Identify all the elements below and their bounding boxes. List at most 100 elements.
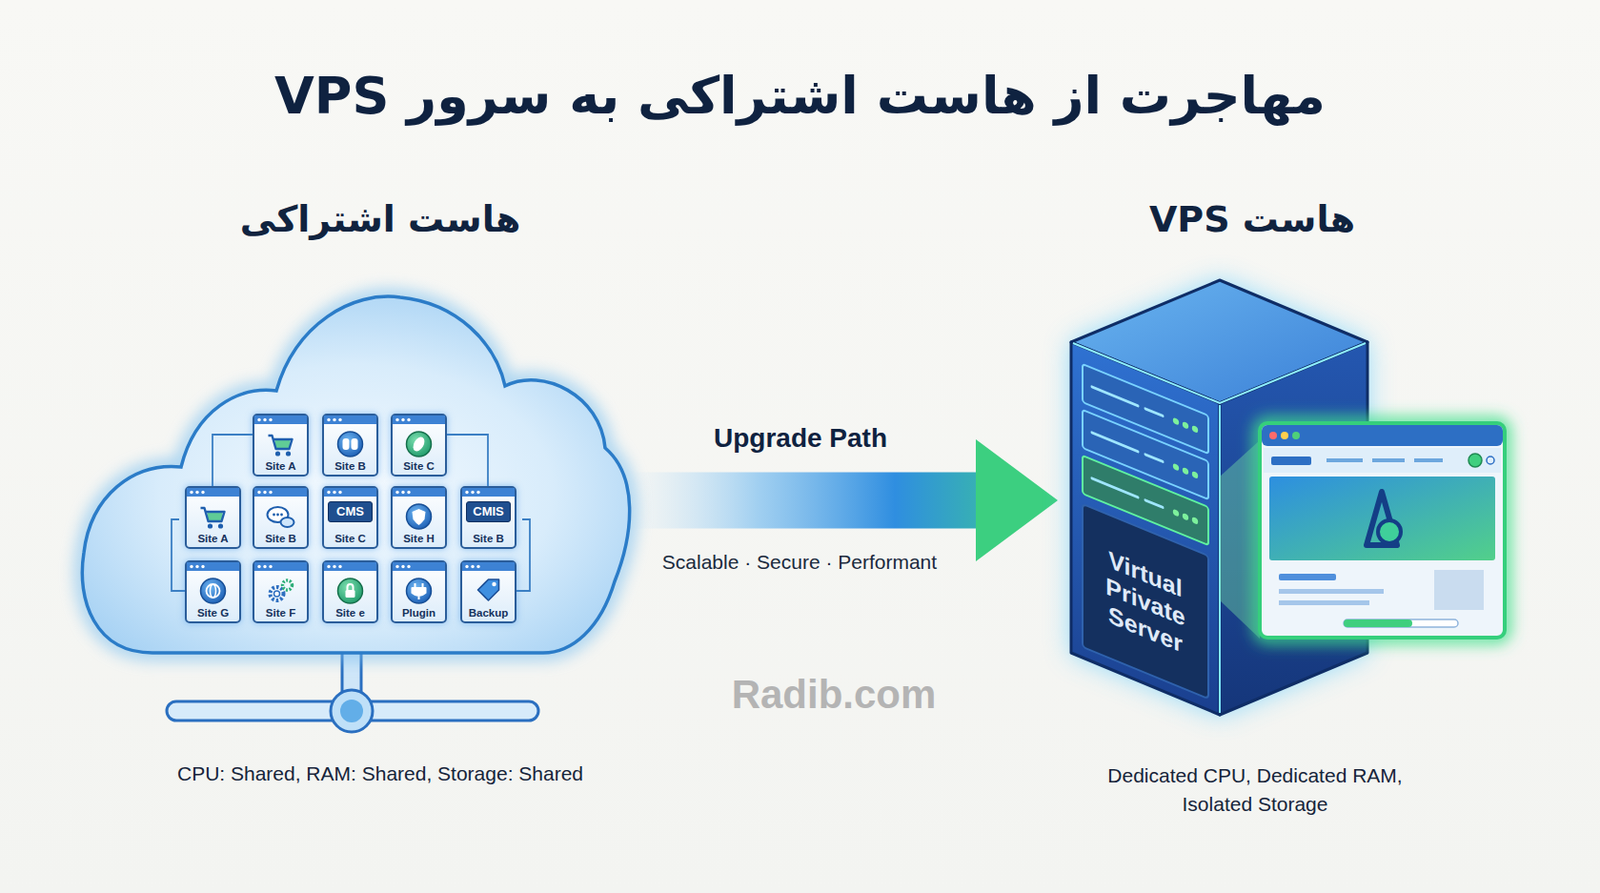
site-tile: Backup [460,560,517,624]
gear [283,580,293,590]
plug-glyph [412,583,426,600]
tile-caption: Site e [324,606,377,620]
tile-dot [401,490,405,494]
shield-glyph [412,508,426,526]
cloud-glow [81,296,629,653]
tile-icon [338,578,364,604]
note-text: Scalable · Secure · Performant [618,549,981,575]
window-dot [1269,431,1277,440]
tile-caption: Site B [462,531,515,546]
status-led [1182,421,1189,430]
tile-dot [201,490,204,494]
upgrade-arrow [628,439,1058,562]
cart-wheel [207,523,213,528]
tile-header [392,562,446,571]
tile-header [462,487,515,497]
window-dot [1280,431,1289,440]
tile-caption: Site H [392,531,446,546]
status-led [1192,470,1198,480]
tile-icon [406,504,432,529]
bay-slot [1092,386,1138,406]
tile-icon [406,578,432,604]
tile-caption: Site B [324,459,377,473]
note-text: CPU: Shared, RAM: Shared, Storage: Share… [122,761,638,787]
tile-icon [338,431,364,457]
tile-icon [270,580,293,601]
shared-hosting-cloud: هاست اشتراکی Site A Site B Site C Site A Site… [76,190,629,668]
status-led [1182,512,1189,522]
content-line [1278,588,1384,594]
browser-window [1259,423,1505,638]
cart-basket [207,512,223,521]
site-tile: CMIS Site B [460,486,517,549]
vps-server: هاست VPSVirtual Private Server [1057,190,1516,725]
chat-dot [276,513,280,517]
tile-dot [395,490,399,494]
icon-badge [406,578,432,604]
tile-dot [195,565,199,568]
icon-badge [201,578,226,604]
tile-dot [338,418,342,422]
window-dot [1292,431,1300,440]
tile-dot [263,418,266,422]
globe-glyph [206,584,221,598]
diagram-title: مهاجرت از هاست اشتراکی به سرور VPS [0,64,1600,128]
section-heading: هاست اشتراکی [189,197,571,242]
tile-caption: Plugin [392,606,446,620]
tile-dot [476,565,480,568]
tile-header [392,415,446,425]
gear [270,587,284,601]
tile-dot [263,565,266,568]
tile-caption: Site F [254,606,307,620]
tile-badge-text: CMIS [465,501,511,523]
tile-icon [201,507,225,529]
section-heading: هاست VPS [1061,197,1443,242]
tile-header [324,487,377,497]
tile-caption: Site A [186,531,240,546]
tile-dot [401,565,405,568]
content-line [1278,573,1337,581]
chat-dot [272,513,276,517]
nav-bar [1263,447,1501,473]
tile-dot [406,418,410,422]
window-header [1261,425,1503,446]
site-tile: Plugin [390,560,447,624]
cart-frame [268,435,293,449]
tile-dot [406,565,410,568]
tile-dot [470,565,474,568]
tile-dot [332,418,336,422]
cart-basket [275,440,291,448]
nav-icon [1486,456,1495,465]
tile-badge-text: CMS [327,501,373,523]
tile-dot [201,565,204,568]
tile-header [186,487,240,497]
watermark: Radib.com [681,670,987,719]
gear-hub [274,590,281,597]
tile-dot [406,490,410,494]
nav-icon [1468,453,1482,467]
globe-glyph [210,584,217,598]
tile-dot [395,565,399,568]
tile-header [324,415,377,425]
site-tile: Site C [390,413,447,477]
cart-wheel [275,450,281,456]
tile-dot [401,418,405,422]
tile-header [254,415,307,425]
tile-dot [395,418,399,422]
tile-caption: Site C [324,531,377,546]
tile-header [254,487,307,497]
tile-header [462,562,515,571]
stand-hub [330,689,373,732]
bay-slot [1145,500,1163,507]
tile-dot [465,565,468,568]
progress-track [1343,619,1459,628]
site-tile: Site A [252,413,309,477]
tile-dot [326,418,330,422]
tile-dot [189,490,193,494]
arrow-label: Upgrade Path [657,422,944,455]
note-text: Dedicated CPU, Dedicated RAM, Isolated S… [1088,761,1422,819]
tile-dot [268,565,272,568]
site-tile: Site G [184,560,242,624]
tile-caption: Backup [462,606,515,620]
